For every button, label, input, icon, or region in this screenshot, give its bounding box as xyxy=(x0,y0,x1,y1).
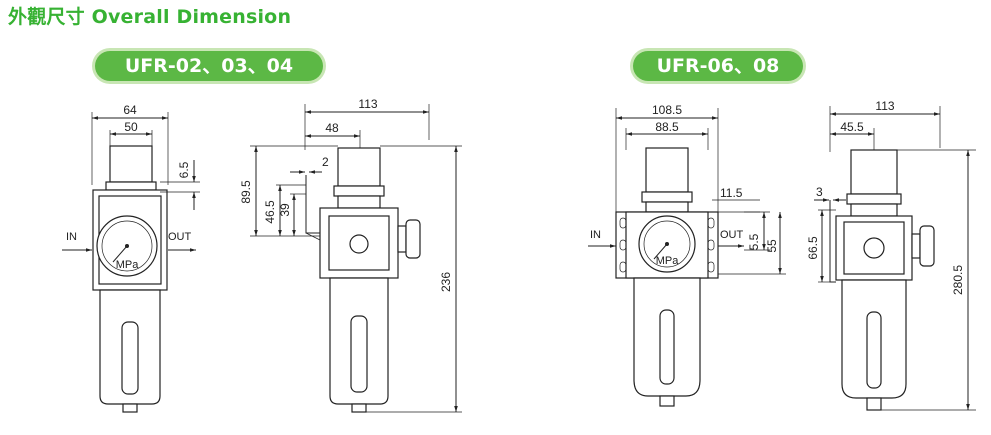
dim-6-5: 6.5 xyxy=(177,161,191,178)
dim-11-5: 11.5 xyxy=(720,186,743,200)
dim-3: 3 xyxy=(816,185,823,199)
dim-88-5: 88.5 xyxy=(655,120,679,134)
dim-280-5: 280.5 xyxy=(951,265,965,295)
model-badge-right-label: UFR-06、08 xyxy=(633,51,803,81)
gauge-unit-left: MPa xyxy=(116,259,140,271)
dim-89-5: 89.5 xyxy=(239,180,253,204)
dim-5-5: 5.5 xyxy=(747,233,761,250)
dim-236: 236 xyxy=(439,272,453,292)
out-label-left: OUT xyxy=(168,231,192,243)
dim-50: 50 xyxy=(124,120,138,134)
out-label-right: OUT xyxy=(720,229,744,241)
dim-64: 64 xyxy=(123,103,137,117)
dim-45-5: 45.5 xyxy=(840,120,864,134)
dim-113-left: 113 xyxy=(358,97,377,111)
in-label-right: IN xyxy=(590,229,601,241)
dim-55: 55 xyxy=(765,239,779,253)
left-side-view: 113 48 2 89.5 46.5 39 xyxy=(239,97,462,413)
dim-46-5: 46.5 xyxy=(263,200,277,224)
dim-2: 2 xyxy=(322,155,329,169)
dim-39: 39 xyxy=(278,203,292,217)
dim-113-right: 113 xyxy=(875,99,894,113)
dim-108-5: 108.5 xyxy=(652,103,682,117)
dim-66-5: 66.5 xyxy=(806,236,820,260)
left-front-view: 64 50 6.5 MPa IN OUT xyxy=(62,103,200,413)
model-badge-left: UFR-02、03、04 xyxy=(92,48,326,84)
right-front-view: 108.5 88.5 MPa IN OUT 11.5 xyxy=(588,103,786,407)
dim-48: 48 xyxy=(325,121,339,135)
model-badge-left-label: UFR-02、03、04 xyxy=(95,51,323,81)
page-title: 外觀尺寸 Overall Dimension xyxy=(8,6,292,28)
right-side-view: 113 45.5 3 66.5 280.5 xyxy=(806,99,976,411)
gauge-unit-right: MPa xyxy=(656,255,680,267)
model-badge-right: UFR-06、08 xyxy=(630,48,806,84)
in-label-left: IN xyxy=(66,231,77,243)
